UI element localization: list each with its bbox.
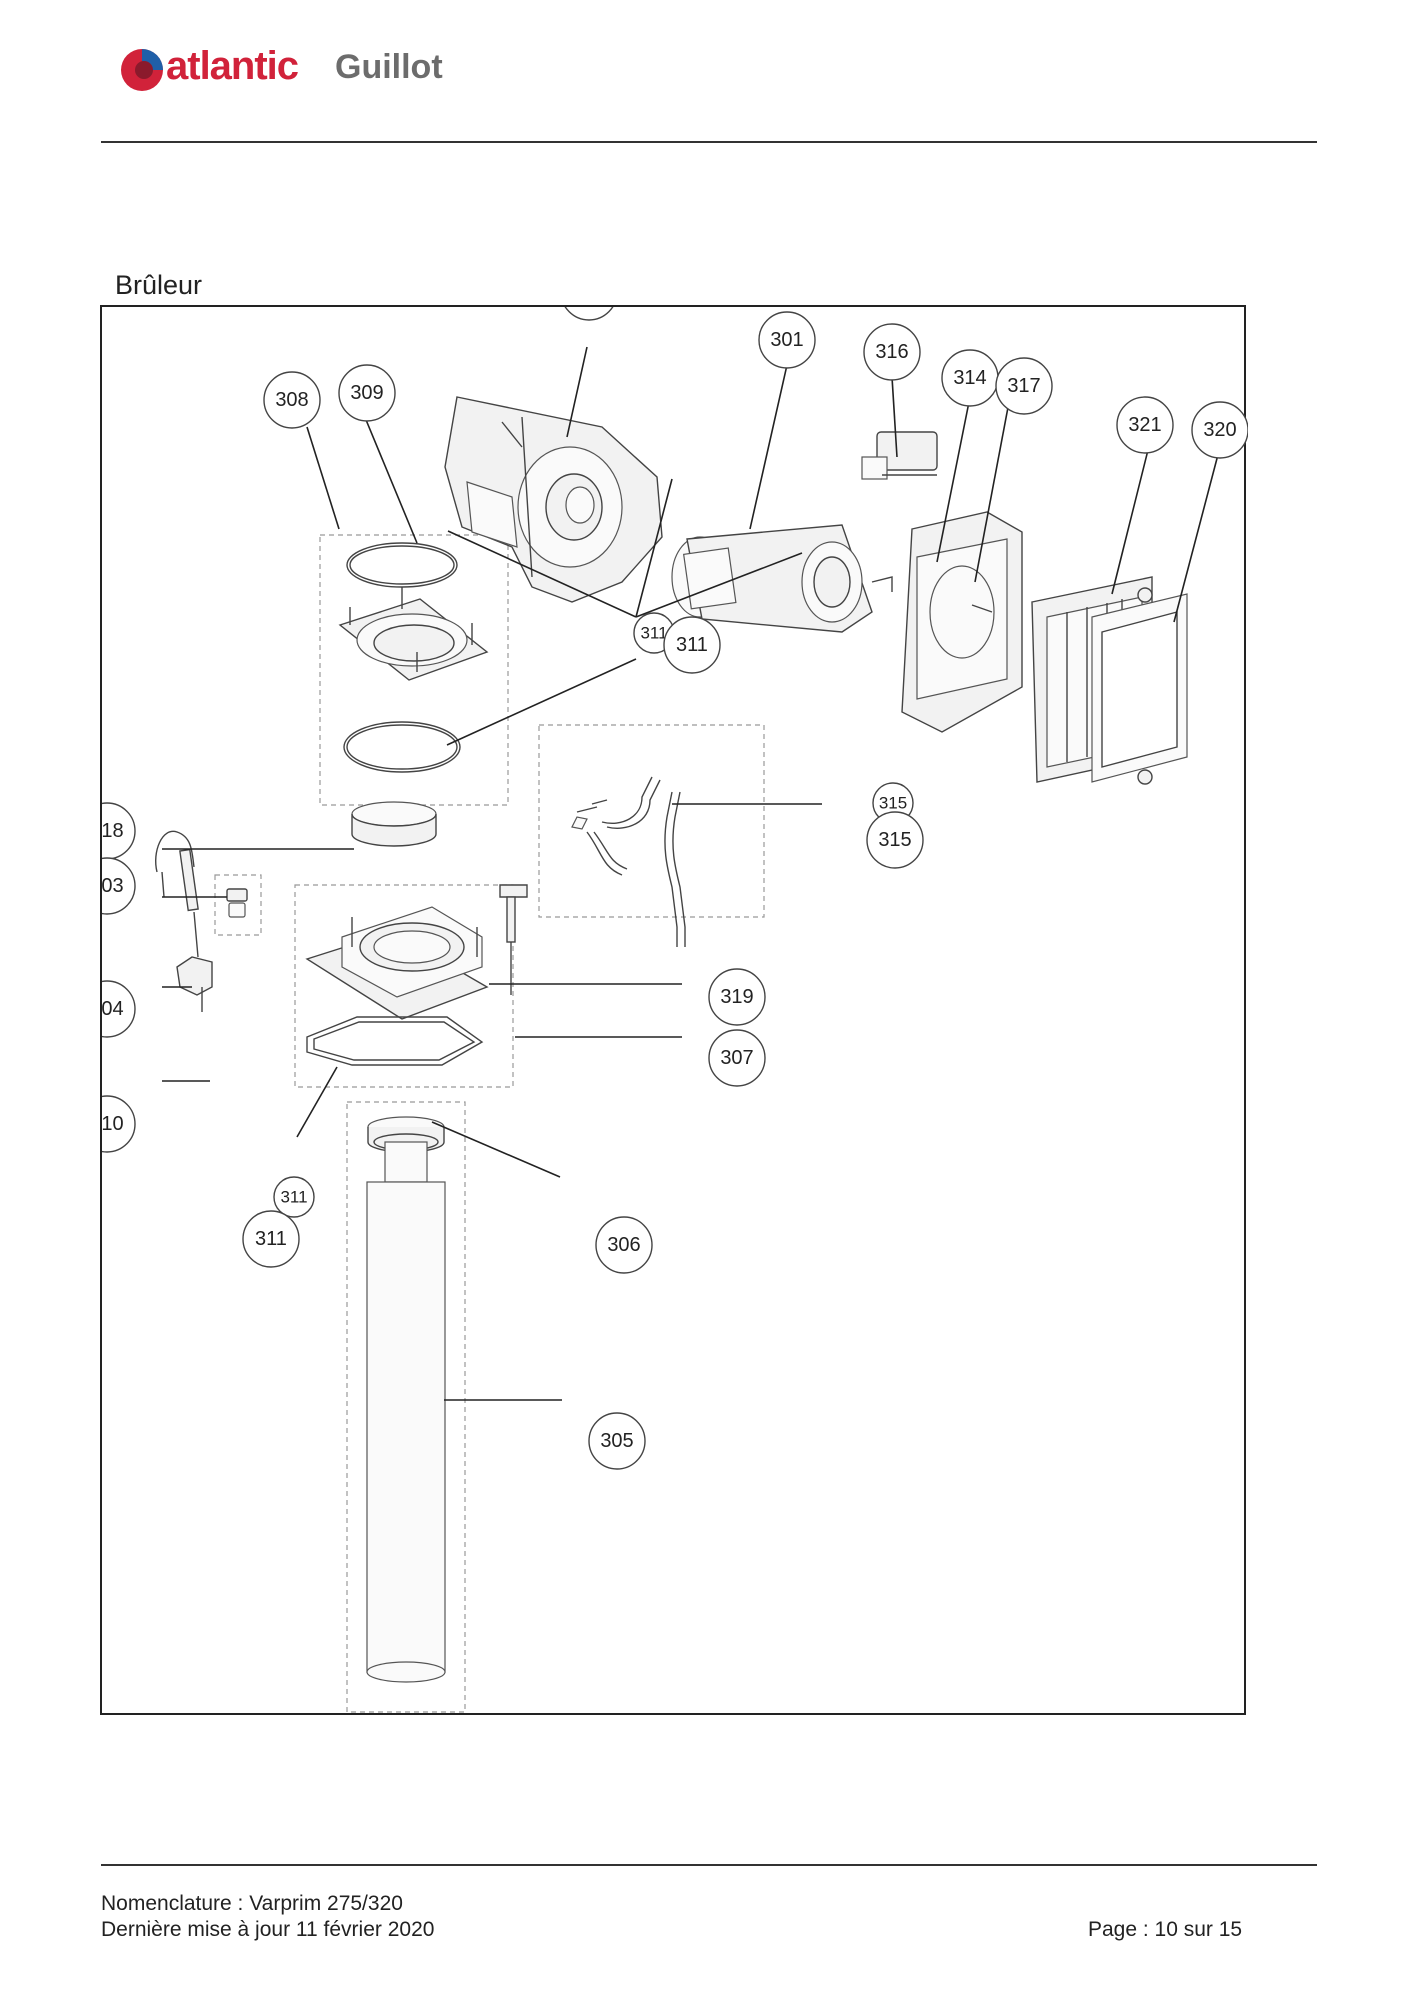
- callout-302: 302: [564, 307, 614, 321]
- callout-301-label: 301: [770, 329, 803, 351]
- callout-303-label: 303: [102, 875, 124, 897]
- callout-311-c: 311: [273, 1176, 315, 1218]
- brand-logo: atlantic Guillot: [118, 42, 498, 102]
- callout-310-label: 310: [102, 1113, 124, 1135]
- gasket-octagon-part: [306, 1016, 484, 1066]
- callout-310: 310: [102, 1095, 136, 1153]
- callout-307: 307: [708, 1029, 766, 1087]
- callout-311-b: 311: [663, 616, 721, 674]
- connector-part: [226, 888, 248, 918]
- footer-page-number: Page : 10 sur 15: [1088, 1918, 1243, 1941]
- callout-315-b-label: 315: [878, 829, 911, 851]
- logo-mark-icon: [121, 49, 163, 91]
- ignition-electrode-part: [155, 830, 199, 958]
- callouts: 302 301 316 314 317 321 320 308: [102, 307, 1248, 1470]
- callout-303: 303: [102, 857, 136, 915]
- blower-housing-part: [444, 396, 663, 603]
- callout-311-d-label: 311: [255, 1228, 287, 1250]
- logo-guillot-text: Guillot: [335, 48, 443, 86]
- air-box-part: [901, 511, 1023, 733]
- seal-ring-lower-part: [343, 721, 461, 773]
- callout-316-label: 316: [875, 341, 908, 363]
- air-filter-part: [1031, 576, 1188, 785]
- callout-319-label: 319: [720, 986, 753, 1008]
- venturi-tube-part: [671, 524, 893, 633]
- pressure-switch-part: [861, 431, 938, 480]
- callout-315-a-label: 315: [879, 794, 907, 813]
- callout-311-a-label: 311: [640, 624, 667, 643]
- callout-317: 317: [995, 357, 1053, 415]
- dashed-group-boxes: [214, 534, 765, 1713]
- callout-305: 305: [588, 1412, 646, 1470]
- callout-321-label: 321: [1128, 414, 1161, 436]
- callout-314-label: 314: [953, 367, 986, 389]
- section-title: Brûleur: [115, 270, 203, 300]
- callout-318: 318: [102, 802, 136, 860]
- gas-pipes-part: [571, 776, 686, 947]
- ionisation-probe-part: [499, 884, 528, 995]
- footer-nomenclature: Nomenclature : Varprim 275/320: [101, 1892, 403, 1915]
- header-divider: [101, 141, 1317, 143]
- callout-306-label: 306: [607, 1234, 640, 1256]
- callout-301: 301: [758, 311, 816, 369]
- callout-311-c-label: 311: [280, 1188, 307, 1207]
- diagram-svg: 302 301 316 314 317 321 320 308: [102, 307, 1248, 1713]
- flange-upper-part: [338, 587, 489, 681]
- leader-lines: [162, 346, 1221, 1401]
- callout-307-label: 307: [720, 1047, 753, 1069]
- footer-last-update: Dernière mise à jour 11 février 2020: [101, 1918, 435, 1941]
- callout-309: 309: [338, 364, 396, 422]
- electrode-bracket-part: [176, 956, 213, 1012]
- callout-320-label: 320: [1203, 419, 1236, 441]
- exploded-parts-diagram: 302 301 316 314 317 321 320 308: [100, 305, 1248, 1715]
- callout-304-label: 304: [102, 998, 124, 1020]
- callout-311-d: 311: [242, 1210, 300, 1268]
- seal-ring-upper-part: [346, 542, 458, 588]
- callout-321: 321: [1116, 396, 1174, 454]
- callout-320: 320: [1191, 401, 1248, 459]
- callout-317-label: 317: [1007, 375, 1040, 397]
- callout-319: 319: [708, 968, 766, 1026]
- callout-311-b-label: 311: [676, 634, 708, 656]
- callout-305-label: 305: [600, 1430, 633, 1452]
- footer-divider: [101, 1864, 1317, 1866]
- callout-314: 314: [941, 349, 999, 407]
- callout-304: 304: [102, 980, 136, 1038]
- callout-308: 308: [263, 371, 321, 429]
- callout-318-label: 318: [102, 820, 124, 842]
- callout-309-label: 309: [350, 382, 383, 404]
- burner-ring-part: [351, 801, 437, 847]
- callout-316: 316: [863, 323, 921, 381]
- logo-atlantic-text: atlantic: [166, 44, 299, 88]
- burner-flange-part: [305, 906, 489, 1020]
- callout-315-b: 315: [866, 811, 924, 869]
- flame-tube-part: [366, 1116, 446, 1683]
- callout-306: 306: [595, 1216, 653, 1274]
- callout-308-label: 308: [275, 389, 308, 411]
